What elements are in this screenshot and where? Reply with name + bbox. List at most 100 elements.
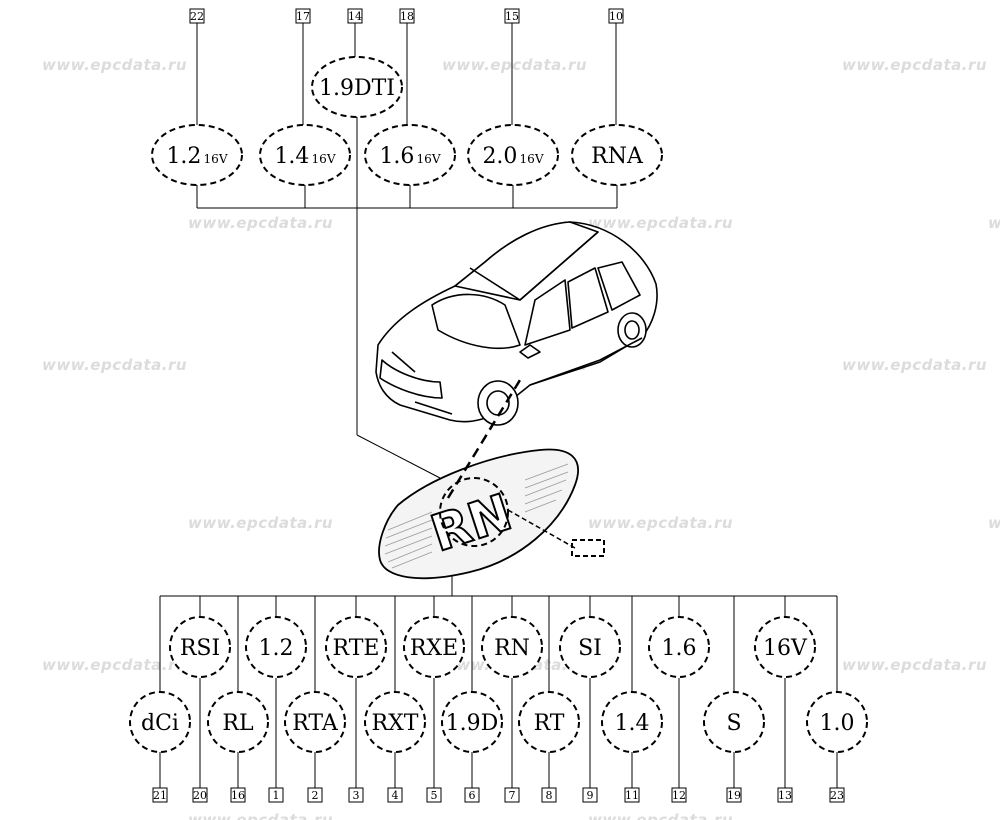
badge-5: RXE <box>403 616 465 678</box>
badge-8: RT <box>518 691 580 753</box>
badge-label: 1.2 <box>259 636 294 661</box>
badge-2: RTA <box>284 691 346 753</box>
watermark-text: www.epcdata.ru <box>188 214 333 232</box>
callout-19: 19 <box>726 787 742 803</box>
badge-label: RN <box>494 636 530 661</box>
callout-number: 18 <box>400 10 414 23</box>
callout-number: 5 <box>431 789 438 802</box>
watermark-text: www.epcdata.ru <box>988 214 1000 232</box>
badge-6: 1.9D <box>441 691 503 753</box>
badge-label: RTE <box>333 636 380 661</box>
callout-number: 22 <box>190 10 204 23</box>
watermark-text: www.epcdata.ru <box>188 514 333 532</box>
callout-number: 3 <box>353 789 360 802</box>
callout-21: 21 <box>152 787 168 803</box>
car-illustration <box>375 221 658 426</box>
badge-label: 1.4 <box>615 711 650 736</box>
badge-label: S <box>726 711 741 736</box>
leader-lines <box>159 16 838 788</box>
callout-16: 16 <box>230 787 246 803</box>
callout-12: 12 <box>671 787 687 803</box>
callout-13: 13 <box>777 787 793 803</box>
callout-number: 2 <box>312 789 319 802</box>
badge-label: RXT <box>372 711 419 736</box>
badge-label: SI <box>578 636 602 661</box>
callout-4: 4 <box>387 787 403 803</box>
callout-17: 17 <box>295 8 311 24</box>
callout-15: 15 <box>504 8 520 24</box>
callout-number: 23 <box>830 789 844 802</box>
callout-2: 2 <box>307 787 323 803</box>
badge-4: RXT <box>364 691 426 753</box>
watermark-text: www.epcdata.ru <box>588 214 733 232</box>
badge-label: 1.9DTI <box>319 76 395 101</box>
callout-number: 4 <box>392 789 399 802</box>
callout-3: 3 <box>348 787 364 803</box>
badge-19: S <box>703 691 765 753</box>
badge-label: RSI <box>180 636 220 661</box>
callout-number: 11 <box>625 789 639 802</box>
callout-number: 6 <box>469 789 476 802</box>
callout-5: 5 <box>426 787 442 803</box>
watermark-text: www.epcdata.ru <box>988 514 1000 532</box>
watermark-text: www.epcdata.ru <box>842 56 987 74</box>
callout-number: 16 <box>231 789 245 802</box>
watermark-text: www.epcdata.ru <box>42 56 187 74</box>
badge-label: 1.6 <box>662 636 697 661</box>
callout-number: 13 <box>778 789 792 802</box>
badge-23: 1.0 <box>806 691 868 753</box>
badge-13: 16V <box>754 616 816 678</box>
callout-10: 10 <box>608 8 624 24</box>
callout-number: 12 <box>672 789 686 802</box>
watermark-text: www.epcdata.ru <box>442 56 587 74</box>
badge-21: dCi <box>129 691 191 753</box>
callout-number: 14 <box>348 10 362 23</box>
badge-3: RTE <box>325 616 387 678</box>
badge-top-10: RNA <box>571 124 663 186</box>
badge-label: RT <box>534 711 565 736</box>
watermark-text: www.epcdata.ru <box>842 656 987 674</box>
callout-18: 18 <box>399 8 415 24</box>
badge-16: RL <box>207 691 269 753</box>
badge-7: RN <box>481 616 543 678</box>
badge-top-14: 1.9DTI <box>311 56 403 118</box>
badge-1: 1.2 <box>245 616 307 678</box>
callout-number: 19 <box>727 789 741 802</box>
callout-number: 7 <box>509 789 516 802</box>
badge-12: 1.6 <box>648 616 710 678</box>
callout-9: 9 <box>582 787 598 803</box>
badge-label: RXE <box>410 636 458 661</box>
badge-11: 1.4 <box>601 691 663 753</box>
badge-label: RL <box>222 711 254 736</box>
badge-20: RSI <box>169 616 231 678</box>
badge-label: RTA <box>292 711 339 736</box>
callout-22: 22 <box>189 8 205 24</box>
badge-label: 1.9D <box>446 711 499 736</box>
badge-9: SI <box>559 616 621 678</box>
badge-label: 16V <box>763 636 808 661</box>
callout-number: 1 <box>273 789 280 802</box>
rn-emblem-plate: RN <box>378 448 579 580</box>
callout-number: 9 <box>587 789 594 802</box>
watermark-text: www.epcdata.ru <box>842 356 987 374</box>
clip-fastener-icon <box>571 539 605 557</box>
callout-number: 17 <box>296 10 310 23</box>
leader-lines-emblem <box>446 379 576 549</box>
badge-label: dCi <box>141 711 179 736</box>
callout-20: 20 <box>192 787 208 803</box>
callout-23: 23 <box>829 787 845 803</box>
callout-11: 11 <box>624 787 640 803</box>
callout-number: 20 <box>193 789 207 802</box>
badge-label: RNA <box>591 144 644 169</box>
watermark-text: www.epcdata.ru <box>588 811 733 820</box>
callout-number: 8 <box>546 789 553 802</box>
